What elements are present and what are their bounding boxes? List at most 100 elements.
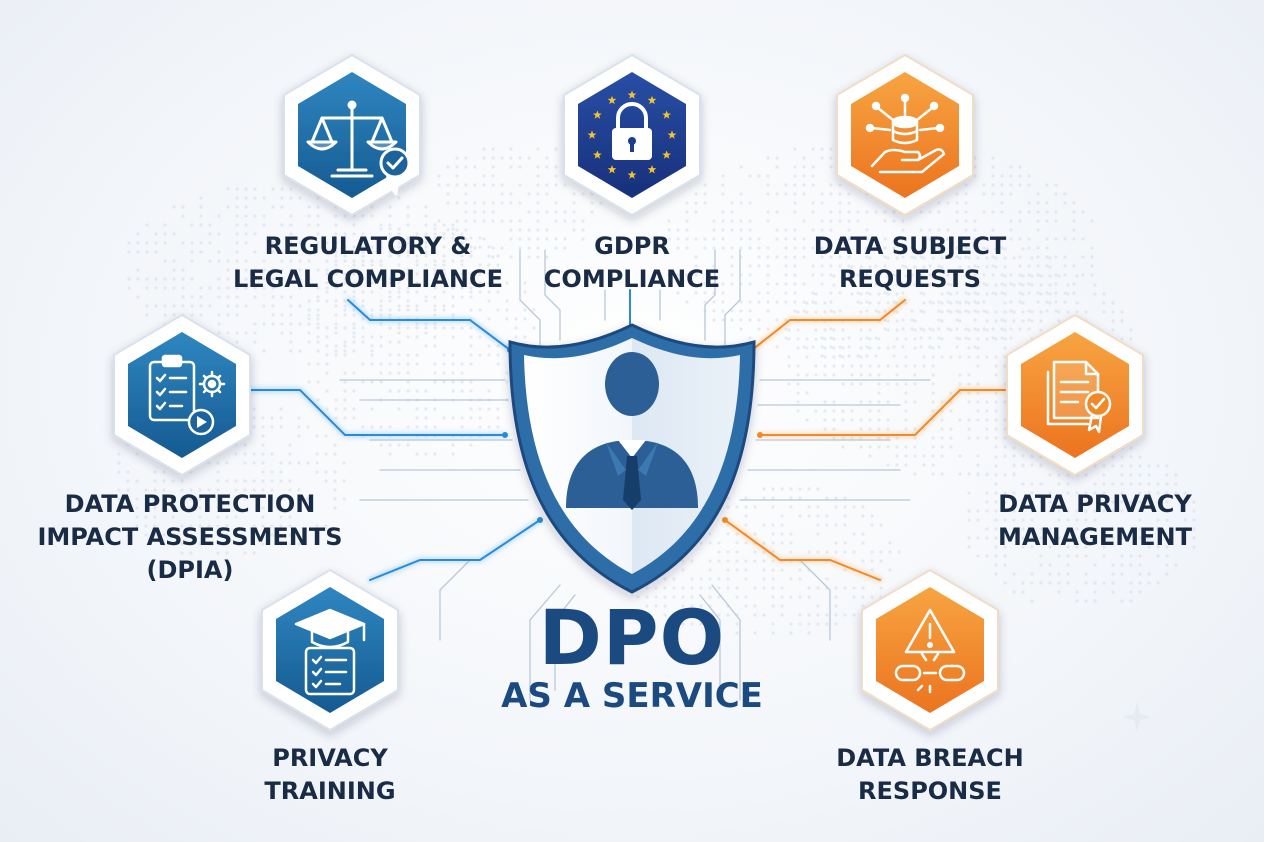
map-dot (1165, 545, 1169, 549)
map-dot (1057, 581, 1061, 585)
map-dot (847, 201, 851, 205)
map-dot (433, 380, 437, 384)
map-dot (172, 268, 176, 272)
map-dot (1018, 174, 1022, 178)
map-dot (967, 518, 971, 522)
map-dot (994, 455, 998, 459)
map-dot (478, 281, 482, 285)
map-dot (850, 274, 854, 278)
map-dot (1156, 545, 1160, 549)
map-dot (226, 259, 230, 263)
map-dot (843, 541, 847, 545)
map-dot (163, 223, 167, 227)
map-dot (829, 147, 833, 151)
map-dot (154, 241, 158, 245)
map-dot (1066, 563, 1070, 567)
map-dot (870, 559, 874, 563)
map-dot (126, 470, 130, 474)
map-dot (388, 236, 392, 240)
map-dot (1183, 491, 1187, 495)
map-dot (1174, 473, 1178, 477)
map-dot (1111, 581, 1115, 585)
circuit-traces (242, 249, 1008, 701)
map-dot (1000, 336, 1004, 340)
map-dot (694, 255, 698, 259)
map-dot (262, 259, 266, 263)
map-dot (976, 400, 980, 404)
map-dot (352, 268, 356, 272)
map-dot (868, 346, 872, 350)
map-dot (261, 443, 265, 447)
map-dot (1165, 563, 1169, 567)
map-dot (270, 497, 274, 501)
map-dot (730, 264, 734, 268)
map-dot (931, 445, 935, 449)
map-dot (973, 282, 977, 286)
map-dot (325, 268, 329, 272)
map-dot (190, 223, 194, 227)
map-dot (1012, 590, 1016, 594)
map-dot (244, 214, 248, 218)
map-dot (967, 382, 971, 386)
map-dot (162, 479, 166, 483)
map-dot (955, 219, 959, 223)
map-dot (127, 286, 131, 290)
map-dot (307, 214, 311, 218)
map-dot (388, 295, 392, 299)
map-dot (1165, 500, 1169, 504)
map-dot (270, 524, 274, 528)
map-dot (316, 295, 320, 299)
map-dot (217, 214, 221, 218)
map-dot (316, 335, 320, 339)
map-dot (333, 506, 337, 510)
map-dot (823, 418, 827, 422)
map-dot (261, 542, 265, 546)
map-dot (307, 322, 311, 326)
map-dot (491, 210, 495, 214)
map-dot (784, 300, 788, 304)
map-dot (482, 210, 486, 214)
map-dot (316, 241, 320, 245)
map-dot (955, 318, 959, 322)
map-dot (1003, 454, 1007, 458)
map-dot (1009, 336, 1013, 340)
map-dot (708, 622, 712, 626)
map-dot (388, 326, 392, 330)
map-dot (455, 201, 459, 205)
map-dot (1111, 572, 1115, 576)
map-dot (913, 328, 917, 332)
map-dot (1003, 301, 1007, 305)
map-dot (861, 514, 865, 518)
map-dot (946, 237, 950, 241)
map-dot (225, 515, 229, 519)
map-dot (1093, 518, 1097, 522)
map-dot (667, 219, 671, 223)
map-dot (829, 219, 833, 223)
map-dot (226, 268, 230, 272)
map-dot (1057, 274, 1061, 278)
map-dot (958, 319, 962, 323)
map-dot (199, 313, 203, 317)
map-dot (181, 241, 185, 245)
map-dot (744, 568, 748, 572)
map-dot (843, 550, 847, 554)
map-dot (964, 255, 968, 259)
map-dot (460, 425, 464, 429)
map-dot (1030, 455, 1034, 459)
map-dot (847, 354, 851, 358)
map-dot (1057, 310, 1061, 314)
map-dot (802, 183, 806, 187)
map-dot (703, 300, 707, 304)
map-dot (279, 425, 283, 429)
map-dot (199, 214, 203, 218)
map-dot (442, 277, 446, 281)
map-dot (181, 286, 185, 290)
map-dot (703, 201, 707, 205)
map-dot (433, 277, 437, 281)
map-dot (226, 295, 230, 299)
map-dot (1000, 174, 1004, 178)
map-dot (780, 523, 784, 527)
map-dot (1147, 536, 1151, 540)
map-dot (703, 282, 707, 286)
map-dot (316, 214, 320, 218)
